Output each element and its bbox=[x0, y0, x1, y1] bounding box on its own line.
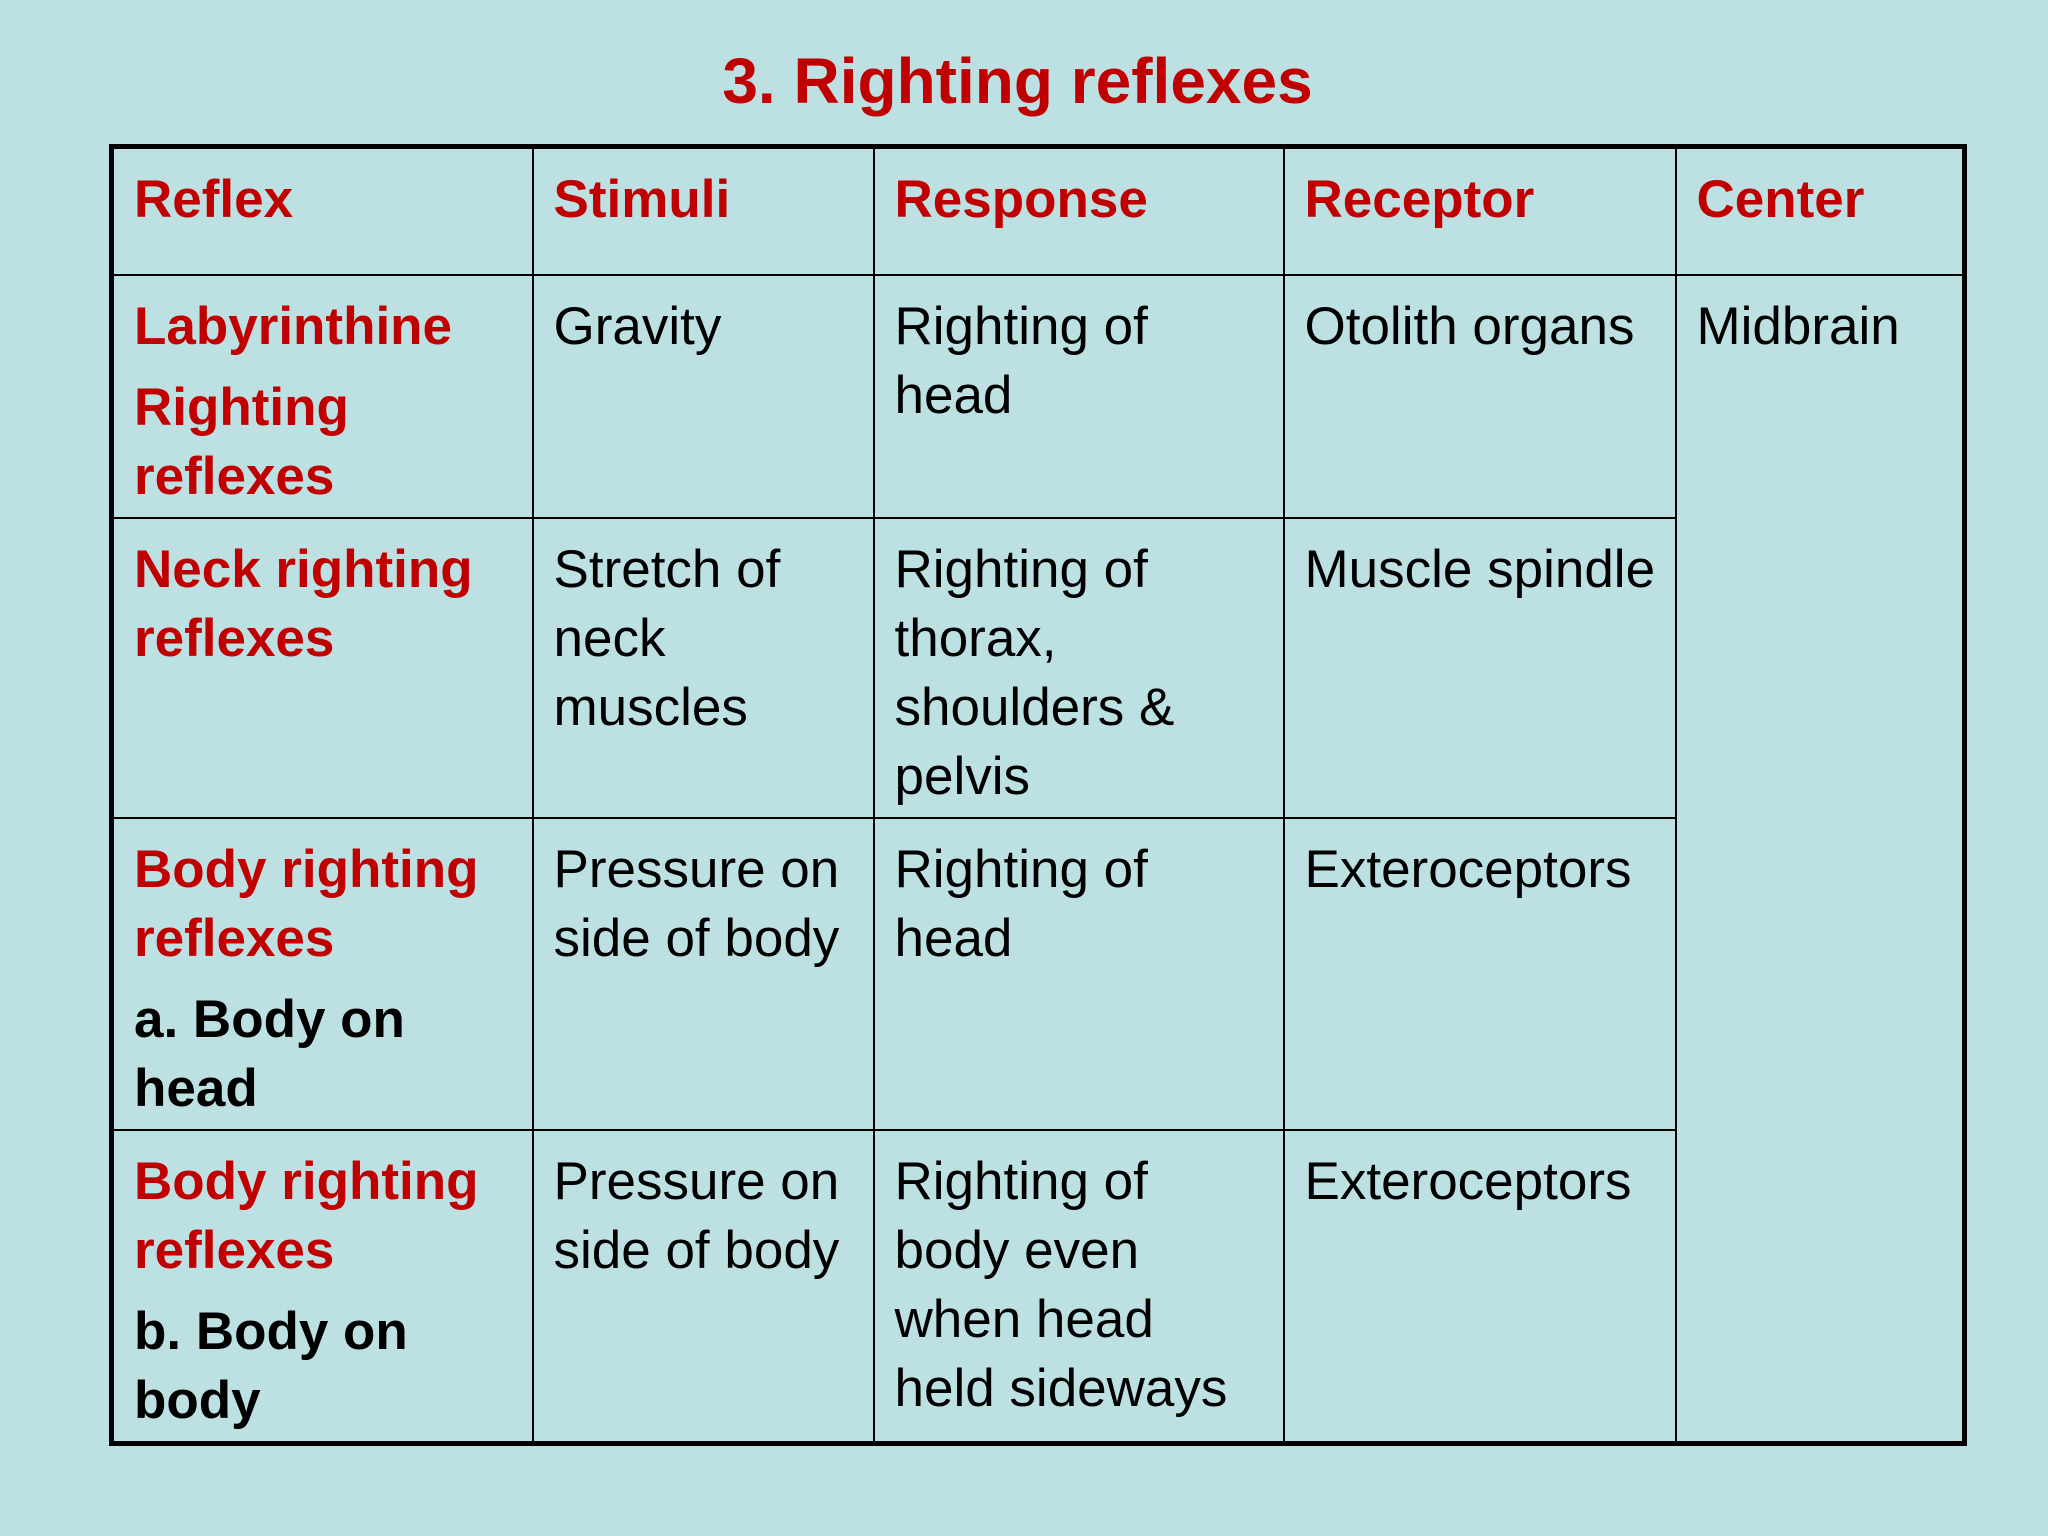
reflex-cell: Neck righting reflexes bbox=[110, 516, 534, 819]
reflex-subtype: b. Body on body bbox=[134, 1301, 408, 1430]
stimuli-cell: Pressure on side of body bbox=[531, 816, 875, 1131]
reflex-name-line: Body righting reflexes bbox=[134, 839, 479, 968]
stimuli-cell: Gravity bbox=[531, 273, 875, 519]
response-cell: Righting of thorax, shoulders & pelvis bbox=[872, 516, 1285, 819]
reflex-cell: Body righting reflexes a. Body on head bbox=[110, 816, 534, 1131]
reflex-cell: Body righting reflexes b. Body on body bbox=[110, 1128, 534, 1444]
table-header-row: Reflex Stimuli Response Receptor Center bbox=[110, 145, 1966, 276]
stimuli-cell: Stretch of neck muscles bbox=[531, 516, 875, 819]
response-cell: Righting of head bbox=[872, 273, 1285, 519]
table-row: Body righting reflexes a. Body on head P… bbox=[110, 816, 1965, 1131]
header-stimuli: Stimuli bbox=[531, 145, 875, 276]
center-cell: Midbrain bbox=[1674, 273, 1966, 1444]
reflex-name-line: Body righting reflexes bbox=[134, 1151, 479, 1280]
reflex-name-line: Righting reflexes bbox=[134, 377, 349, 506]
table-row: Body righting reflexes b. Body on body P… bbox=[110, 1128, 1965, 1444]
receptor-cell: Exteroceptors bbox=[1282, 816, 1677, 1131]
receptor-cell: Otolith organs bbox=[1282, 273, 1677, 519]
righting-reflexes-table: Reflex Stimuli Response Receptor Center … bbox=[109, 144, 1967, 1446]
table-row: Labyrinthine Righting reflexes Gravity R… bbox=[110, 273, 1966, 1444]
receptor-cell: Exteroceptors bbox=[1282, 1128, 1677, 1444]
header-reflex: Reflex bbox=[110, 145, 534, 276]
response-cell: Righting of body even when head held sid… bbox=[872, 1128, 1285, 1444]
reflex-name-line: Neck righting reflexes bbox=[134, 539, 473, 668]
stimuli-cell: Pressure on side of body bbox=[531, 1128, 875, 1444]
response-cell: Righting of head bbox=[872, 816, 1285, 1131]
receptor-cell: Muscle spindle bbox=[1282, 516, 1677, 819]
reflex-cell: Labyrinthine Righting reflexes bbox=[110, 273, 534, 519]
header-receptor: Receptor bbox=[1282, 145, 1677, 276]
slide-title: 3. Righting reflexes bbox=[722, 45, 1313, 117]
header-center: Center bbox=[1674, 145, 1966, 276]
table-row: Neck righting reflexes Stretch of neck m… bbox=[110, 516, 1965, 819]
reflex-name-line: Labyrinthine bbox=[134, 296, 453, 356]
header-response: Response bbox=[872, 145, 1285, 276]
reflex-subtype: a. Body on head bbox=[134, 989, 405, 1118]
